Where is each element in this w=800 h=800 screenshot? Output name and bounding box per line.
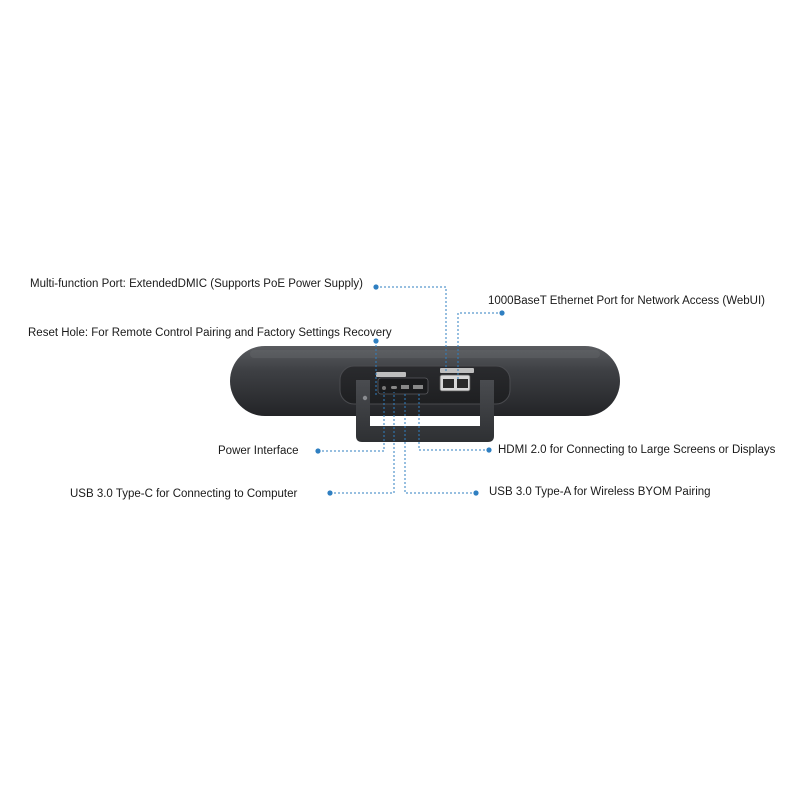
usb-c-port (391, 386, 397, 389)
dot-power (315, 448, 321, 454)
dot-reset (373, 338, 379, 344)
label-ethernet-port: 1000BaseT Ethernet Port for Network Acce… (488, 295, 765, 307)
power-port (382, 386, 386, 390)
video-bar-device (230, 346, 620, 442)
leader-power (318, 392, 385, 452)
top-left-slot (376, 372, 406, 377)
label-hdmi: HDMI 2.0 for Connecting to Large Screens… (498, 444, 776, 456)
stand (356, 380, 494, 442)
ethernet-port-icon (457, 379, 468, 388)
leader-hdmi (418, 392, 489, 451)
dot-ethernet (499, 310, 505, 316)
usb-a-port (401, 385, 409, 389)
dot-multi-function (373, 284, 379, 290)
label-usb-a: USB 3.0 Type-A for Wireless BYOM Pairing (489, 486, 711, 498)
device-highlight (250, 350, 600, 358)
label-power-interface: Power Interface (218, 445, 299, 457)
dot-hdmi (486, 447, 492, 453)
leader-usb-c (330, 392, 395, 494)
label-usb-c: USB 3.0 Type-C for Connecting to Compute… (70, 488, 298, 500)
dot-usb-c (327, 490, 333, 496)
ethernet-port-icon (443, 379, 454, 388)
reset-hole (362, 395, 368, 401)
dot-usb-a (473, 490, 479, 496)
leader-multi-function (376, 286, 447, 372)
hdmi-port (413, 385, 423, 389)
label-multi-function-port: Multi-function Port: ExtendedDMIC (Suppo… (30, 278, 364, 290)
leader-ethernet (457, 312, 502, 380)
leader-dots (315, 284, 505, 496)
top-port-slot (440, 368, 474, 373)
leader-lines (318, 286, 502, 494)
label-reset-hole: Reset Hole: For Remote Control Pairing a… (28, 327, 392, 339)
